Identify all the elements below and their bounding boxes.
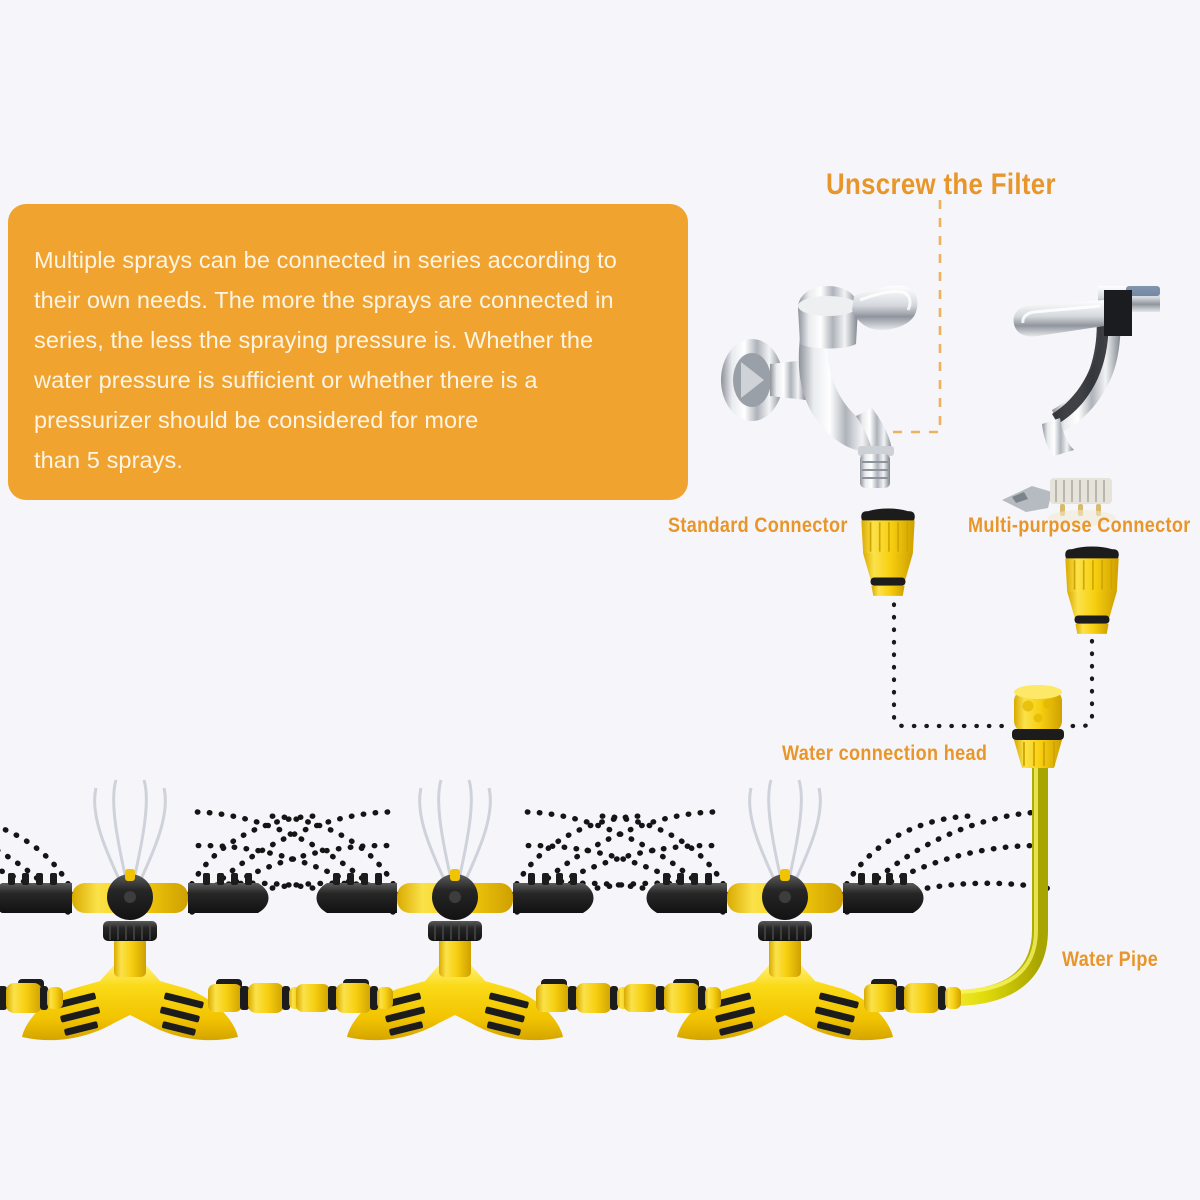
water-pipe bbox=[882, 752, 1048, 1006]
spray-arcs-sprinkler-2 bbox=[183, 812, 727, 912]
water-connection-head bbox=[1012, 685, 1064, 768]
pipe-fitting-6 bbox=[864, 983, 961, 1013]
water-pipe-highlight bbox=[890, 762, 1038, 994]
dotted-line-multi-to-head bbox=[1065, 613, 1095, 729]
label-standard-connector: Standard Connector bbox=[668, 514, 848, 537]
lever-handle-faucet bbox=[1013, 286, 1160, 456]
pipe-fitting-5 bbox=[624, 983, 721, 1013]
center-jet-sprinkler-2 bbox=[418, 778, 492, 896]
label-water-connection-head: Water connection head bbox=[782, 742, 988, 765]
info-callout-text: Multiple sprays can be connected in seri… bbox=[34, 247, 617, 473]
spray-arcs-sprinkler-1 bbox=[0, 812, 402, 912]
label-multi-purpose-connector: Multi-purpose Connector bbox=[968, 514, 1191, 537]
dashed-line-unscrew-filter bbox=[868, 200, 942, 434]
pipe-fitting-2 bbox=[208, 983, 305, 1013]
standard-connector bbox=[860, 507, 916, 597]
sprinkler-1 bbox=[0, 868, 270, 1041]
dotted-line-standard-to-head bbox=[891, 564, 1011, 729]
spray-arcs-sprinkler-3 bbox=[513, 812, 1057, 912]
sprinkler-2 bbox=[315, 868, 595, 1041]
label-unscrew-the-filter: Unscrew the Filter bbox=[826, 168, 1056, 201]
pipe-fitting-3 bbox=[296, 983, 393, 1013]
multi-purpose-connector bbox=[1064, 545, 1120, 635]
center-jet-sprinkler-1 bbox=[93, 778, 167, 896]
center-jet-sprinkler-3 bbox=[748, 778, 822, 896]
wall-bibcock-faucet bbox=[721, 285, 918, 488]
pipe-fitting-1 bbox=[0, 983, 63, 1013]
info-callout-box: Multiple sprays can be connected in seri… bbox=[8, 204, 688, 500]
sprinkler-3 bbox=[645, 868, 925, 1041]
label-water-pipe: Water Pipe bbox=[1062, 948, 1159, 971]
pipe-fitting-4 bbox=[536, 983, 633, 1013]
